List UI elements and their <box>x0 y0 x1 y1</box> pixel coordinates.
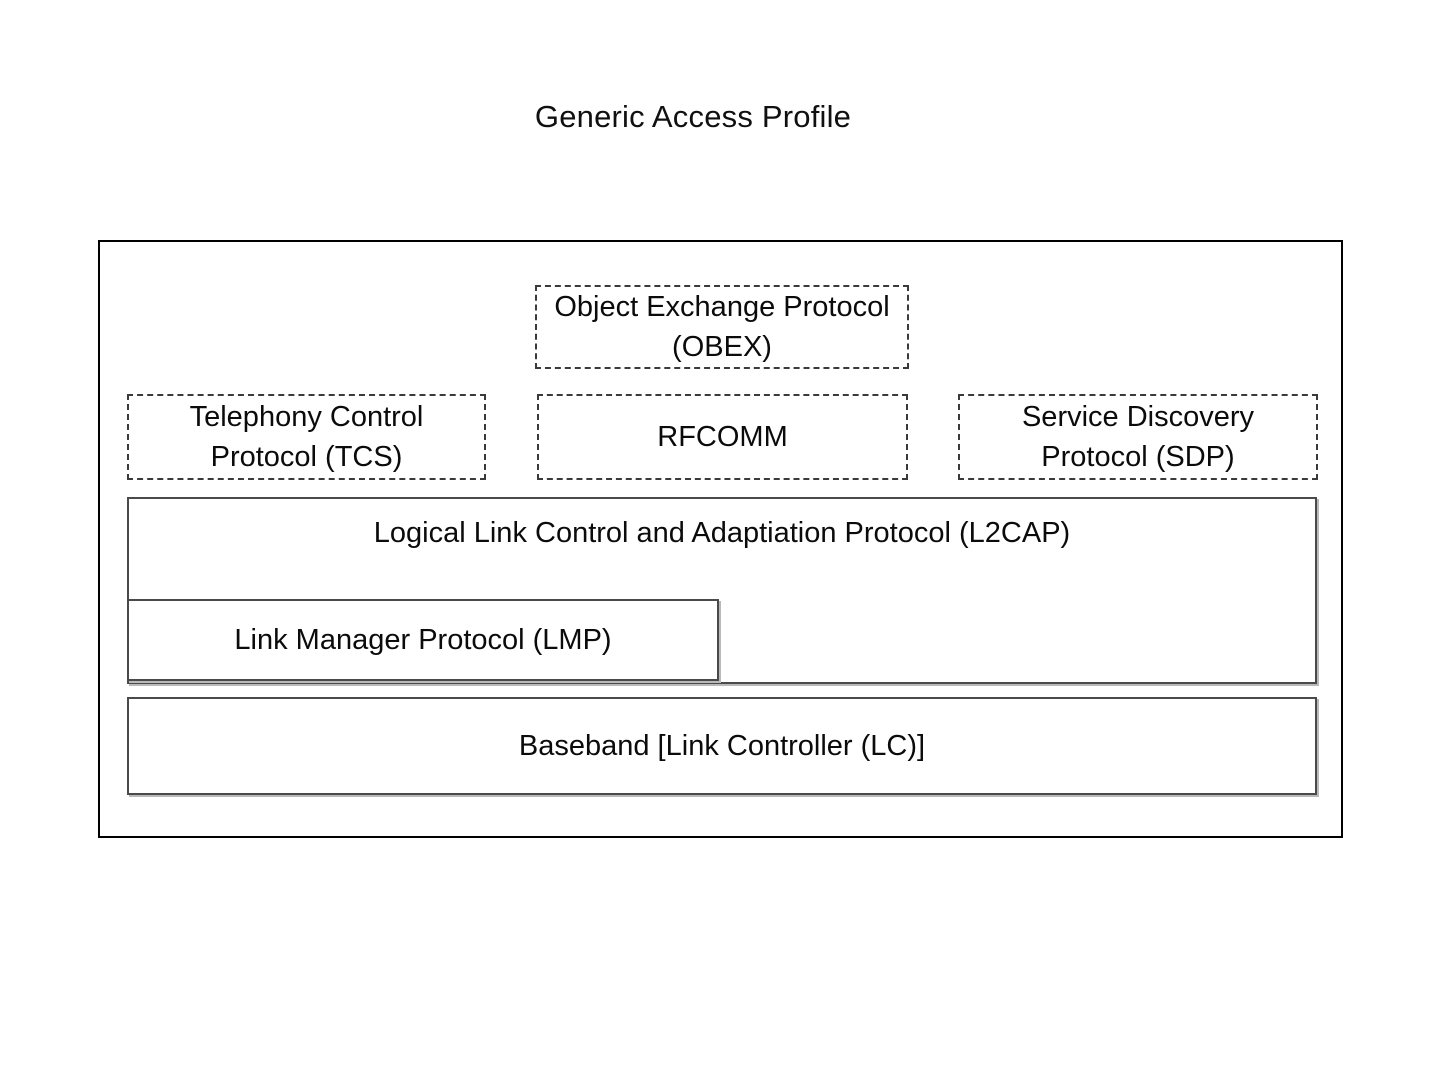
obex-protocol-label: Object Exchange Protocol (OBEX) <box>554 291 890 363</box>
page-title: Generic Access Profile <box>534 99 852 134</box>
tcs-protocol-label: Telephony Control Protocol (TCS) <box>189 401 424 473</box>
rfcomm-protocol-label: RFCOMM <box>657 421 788 453</box>
lmp-protocol-label: Link Manager Protocol (LMP) <box>234 624 612 656</box>
sdp-protocol-label: Service Discovery Protocol (SDP) <box>1021 401 1255 473</box>
tcs-protocol-box: Telephony Control Protocol (TCS) <box>127 394 486 480</box>
sdp-protocol-box: Service Discovery Protocol (SDP) <box>958 394 1318 480</box>
l2cap-protocol-label: Logical Link Control and Adaptiation Pro… <box>373 517 1071 549</box>
lmp-protocol-box: Link Manager Protocol (LMP) <box>127 599 719 681</box>
baseband-protocol-label: Baseband [Link Controller (LC)] <box>518 730 926 762</box>
rfcomm-protocol-box: RFCOMM <box>537 394 908 480</box>
obex-protocol-box: Object Exchange Protocol (OBEX) <box>535 285 909 369</box>
baseband-protocol-box: Baseband [Link Controller (LC)] <box>127 697 1317 795</box>
